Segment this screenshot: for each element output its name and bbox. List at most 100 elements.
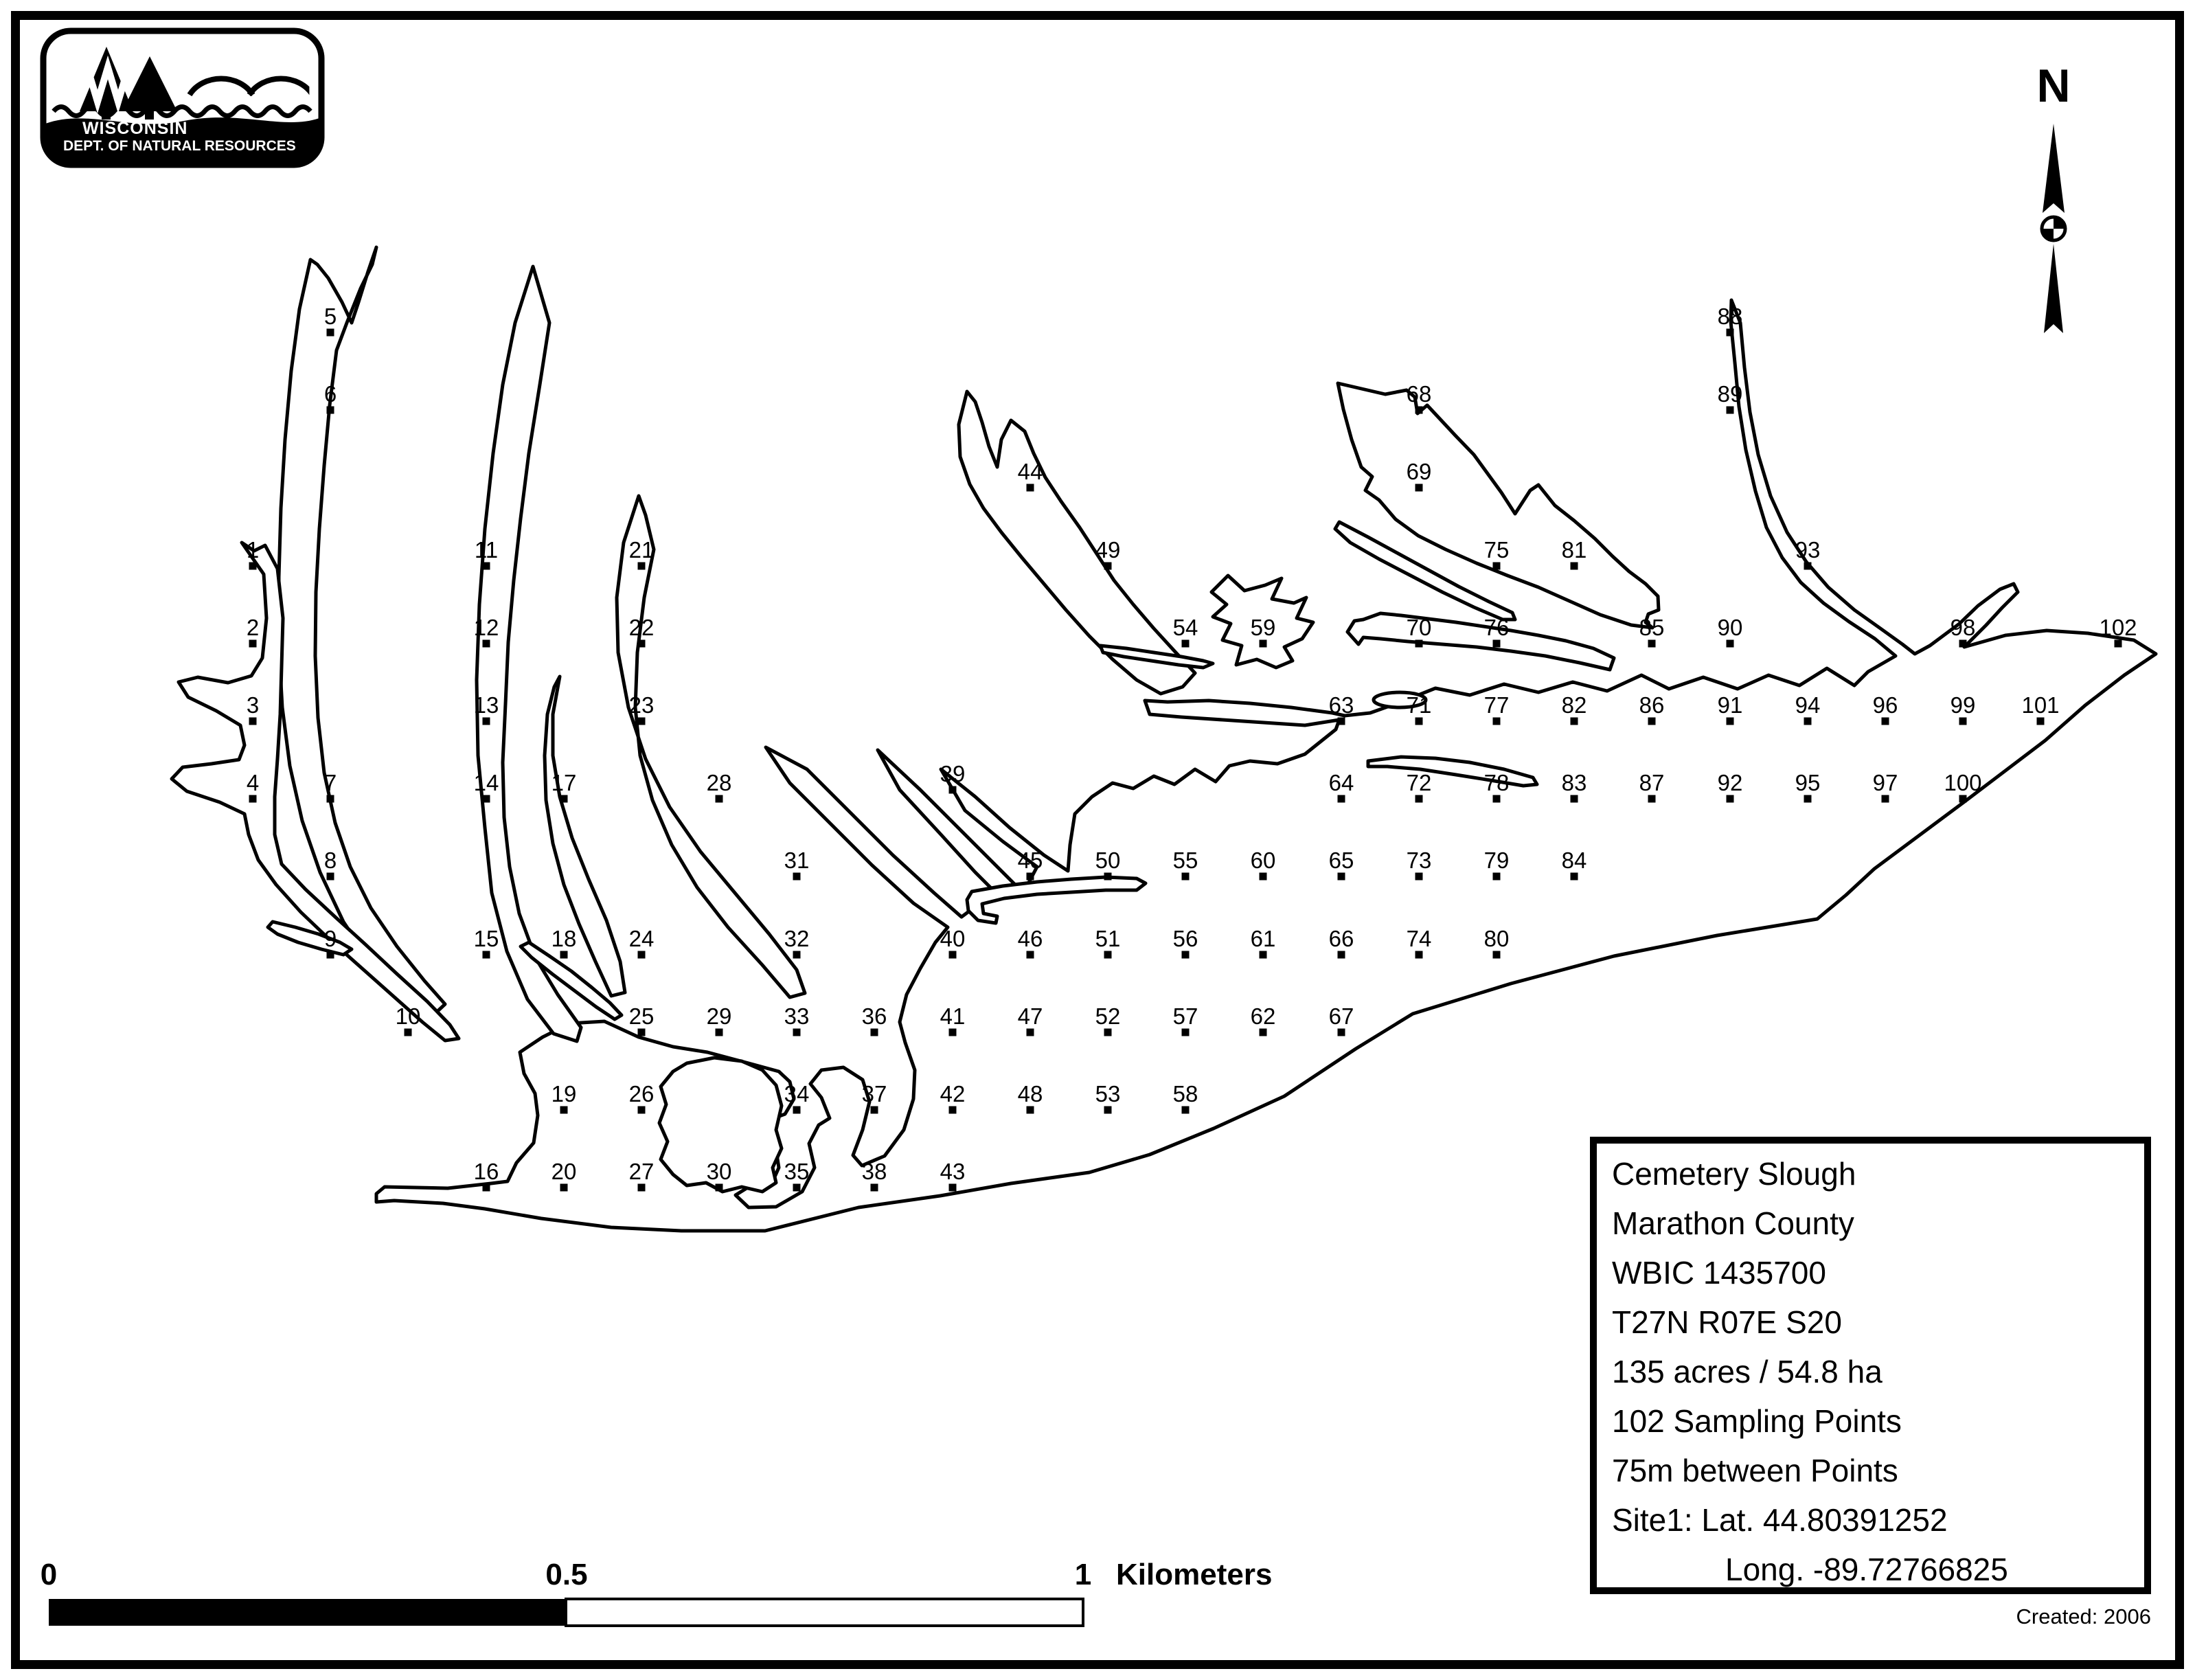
sampling-point-16: 16 (474, 1159, 499, 1192)
point-label: 69 (1407, 459, 1432, 484)
sampling-point-26: 26 (629, 1081, 654, 1114)
sampling-point-72: 72 (1407, 770, 1432, 803)
point-marker (404, 1028, 412, 1036)
point-marker (637, 1183, 646, 1192)
point-label: 102 (2099, 615, 2137, 640)
point-label: 22 (629, 615, 655, 640)
northeast-lobe-68 (1336, 381, 1661, 630)
point-label: 21 (629, 537, 655, 563)
sampling-point-5: 5 (324, 304, 337, 337)
point-label: 41 (940, 1003, 966, 1029)
point-label: 95 (1795, 770, 1821, 795)
point-marker (1959, 717, 1967, 725)
point-label: 81 (1562, 537, 1587, 563)
sampling-point-8: 8 (324, 848, 337, 881)
sampling-point-9: 9 (324, 926, 337, 959)
point-marker (1259, 639, 1267, 648)
sampling-point-39: 39 (940, 761, 965, 794)
channel-70-76 (1345, 611, 1616, 672)
point-label: 1 (247, 537, 259, 563)
sampling-point-32: 32 (784, 926, 810, 959)
point-marker (1726, 328, 1734, 337)
sampling-point-60: 60 (1251, 848, 1275, 881)
point-label: 3 (247, 692, 259, 718)
point-marker (1104, 1028, 1112, 1036)
point-marker (1726, 795, 1734, 803)
sampling-point-85: 85 (1639, 615, 1664, 648)
point-marker (1959, 795, 1967, 803)
sampling-point-44: 44 (1018, 459, 1043, 492)
point-marker (1726, 406, 1734, 414)
sampling-point-97: 97 (1873, 770, 1898, 803)
point-label: 40 (940, 926, 966, 951)
point-marker (1026, 951, 1034, 959)
point-label: 66 (1329, 926, 1354, 951)
island-near-9 (266, 920, 354, 957)
point-label: 32 (784, 926, 810, 951)
point-marker (482, 717, 490, 725)
point-label: 70 (1407, 615, 1432, 640)
sampling-point-33: 33 (784, 1003, 809, 1036)
sampling-point-37: 37 (862, 1081, 887, 1114)
sampling-point-19: 19 (551, 1081, 576, 1114)
point-label: 72 (1407, 770, 1432, 795)
island-near-30 (657, 1056, 784, 1194)
point-marker (326, 795, 334, 803)
sampling-point-59: 59 (1251, 615, 1275, 648)
point-marker (1570, 795, 1578, 803)
point-marker (637, 951, 646, 959)
scale-label-1: 1 (1074, 1558, 1092, 1591)
point-label: 28 (707, 770, 732, 795)
sampling-point-87: 87 (1639, 770, 1664, 803)
sampling-point-70: 70 (1407, 615, 1432, 648)
sampling-point-90: 90 (1718, 615, 1742, 648)
sampling-point-42: 42 (940, 1081, 965, 1114)
north-label: N (2036, 60, 2071, 112)
point-marker (1415, 484, 1423, 492)
sampling-point-64: 64 (1329, 770, 1354, 803)
point-label: 12 (474, 615, 499, 640)
point-label: 36 (862, 1003, 887, 1029)
sampling-point-28: 28 (707, 770, 732, 803)
sampling-point-45: 45 (1018, 848, 1043, 881)
sampling-point-20: 20 (551, 1159, 576, 1192)
point-marker (1026, 484, 1034, 492)
point-marker (1181, 639, 1190, 648)
point-marker (1415, 795, 1423, 803)
point-label: 82 (1562, 692, 1587, 718)
sampling-point-11: 11 (475, 537, 498, 570)
sampling-point-22: 22 (629, 615, 655, 648)
sampling-point-82: 82 (1562, 692, 1587, 725)
point-marker (793, 1183, 801, 1192)
point-marker (1104, 951, 1112, 959)
point-label: 98 (1951, 615, 1976, 640)
water-outline-group (170, 245, 2158, 1233)
sliver-near-18 (519, 940, 624, 1021)
point-marker (1648, 639, 1656, 648)
point-label: 47 (1018, 1003, 1043, 1029)
point-marker (1026, 1106, 1034, 1114)
point-label: 89 (1718, 381, 1743, 407)
point-label: 86 (1639, 692, 1665, 718)
point-marker (249, 639, 257, 648)
point-marker (1259, 872, 1267, 881)
sampling-point-10: 10 (396, 1003, 420, 1036)
point-marker (1492, 872, 1501, 881)
point-label: 17 (551, 770, 577, 795)
point-label: 8 (324, 848, 337, 873)
zigzag-channel-59 (1209, 574, 1315, 670)
point-label: 30 (707, 1159, 732, 1184)
sampling-point-61: 61 (1251, 926, 1275, 959)
sampling-point-75: 75 (1484, 537, 1509, 570)
sampling-point-group: 1234567891011121314151617181920212223242… (247, 304, 2137, 1192)
sampling-point-81: 81 (1562, 537, 1587, 570)
point-label: 91 (1718, 692, 1743, 718)
point-label: 13 (474, 692, 499, 718)
point-marker (870, 1183, 878, 1192)
sampling-point-100: 100 (1944, 770, 1982, 803)
point-label: 99 (1951, 692, 1976, 718)
scale-bar (49, 1598, 1084, 1627)
sampling-point-83: 83 (1562, 770, 1586, 803)
point-label: 84 (1562, 848, 1587, 873)
